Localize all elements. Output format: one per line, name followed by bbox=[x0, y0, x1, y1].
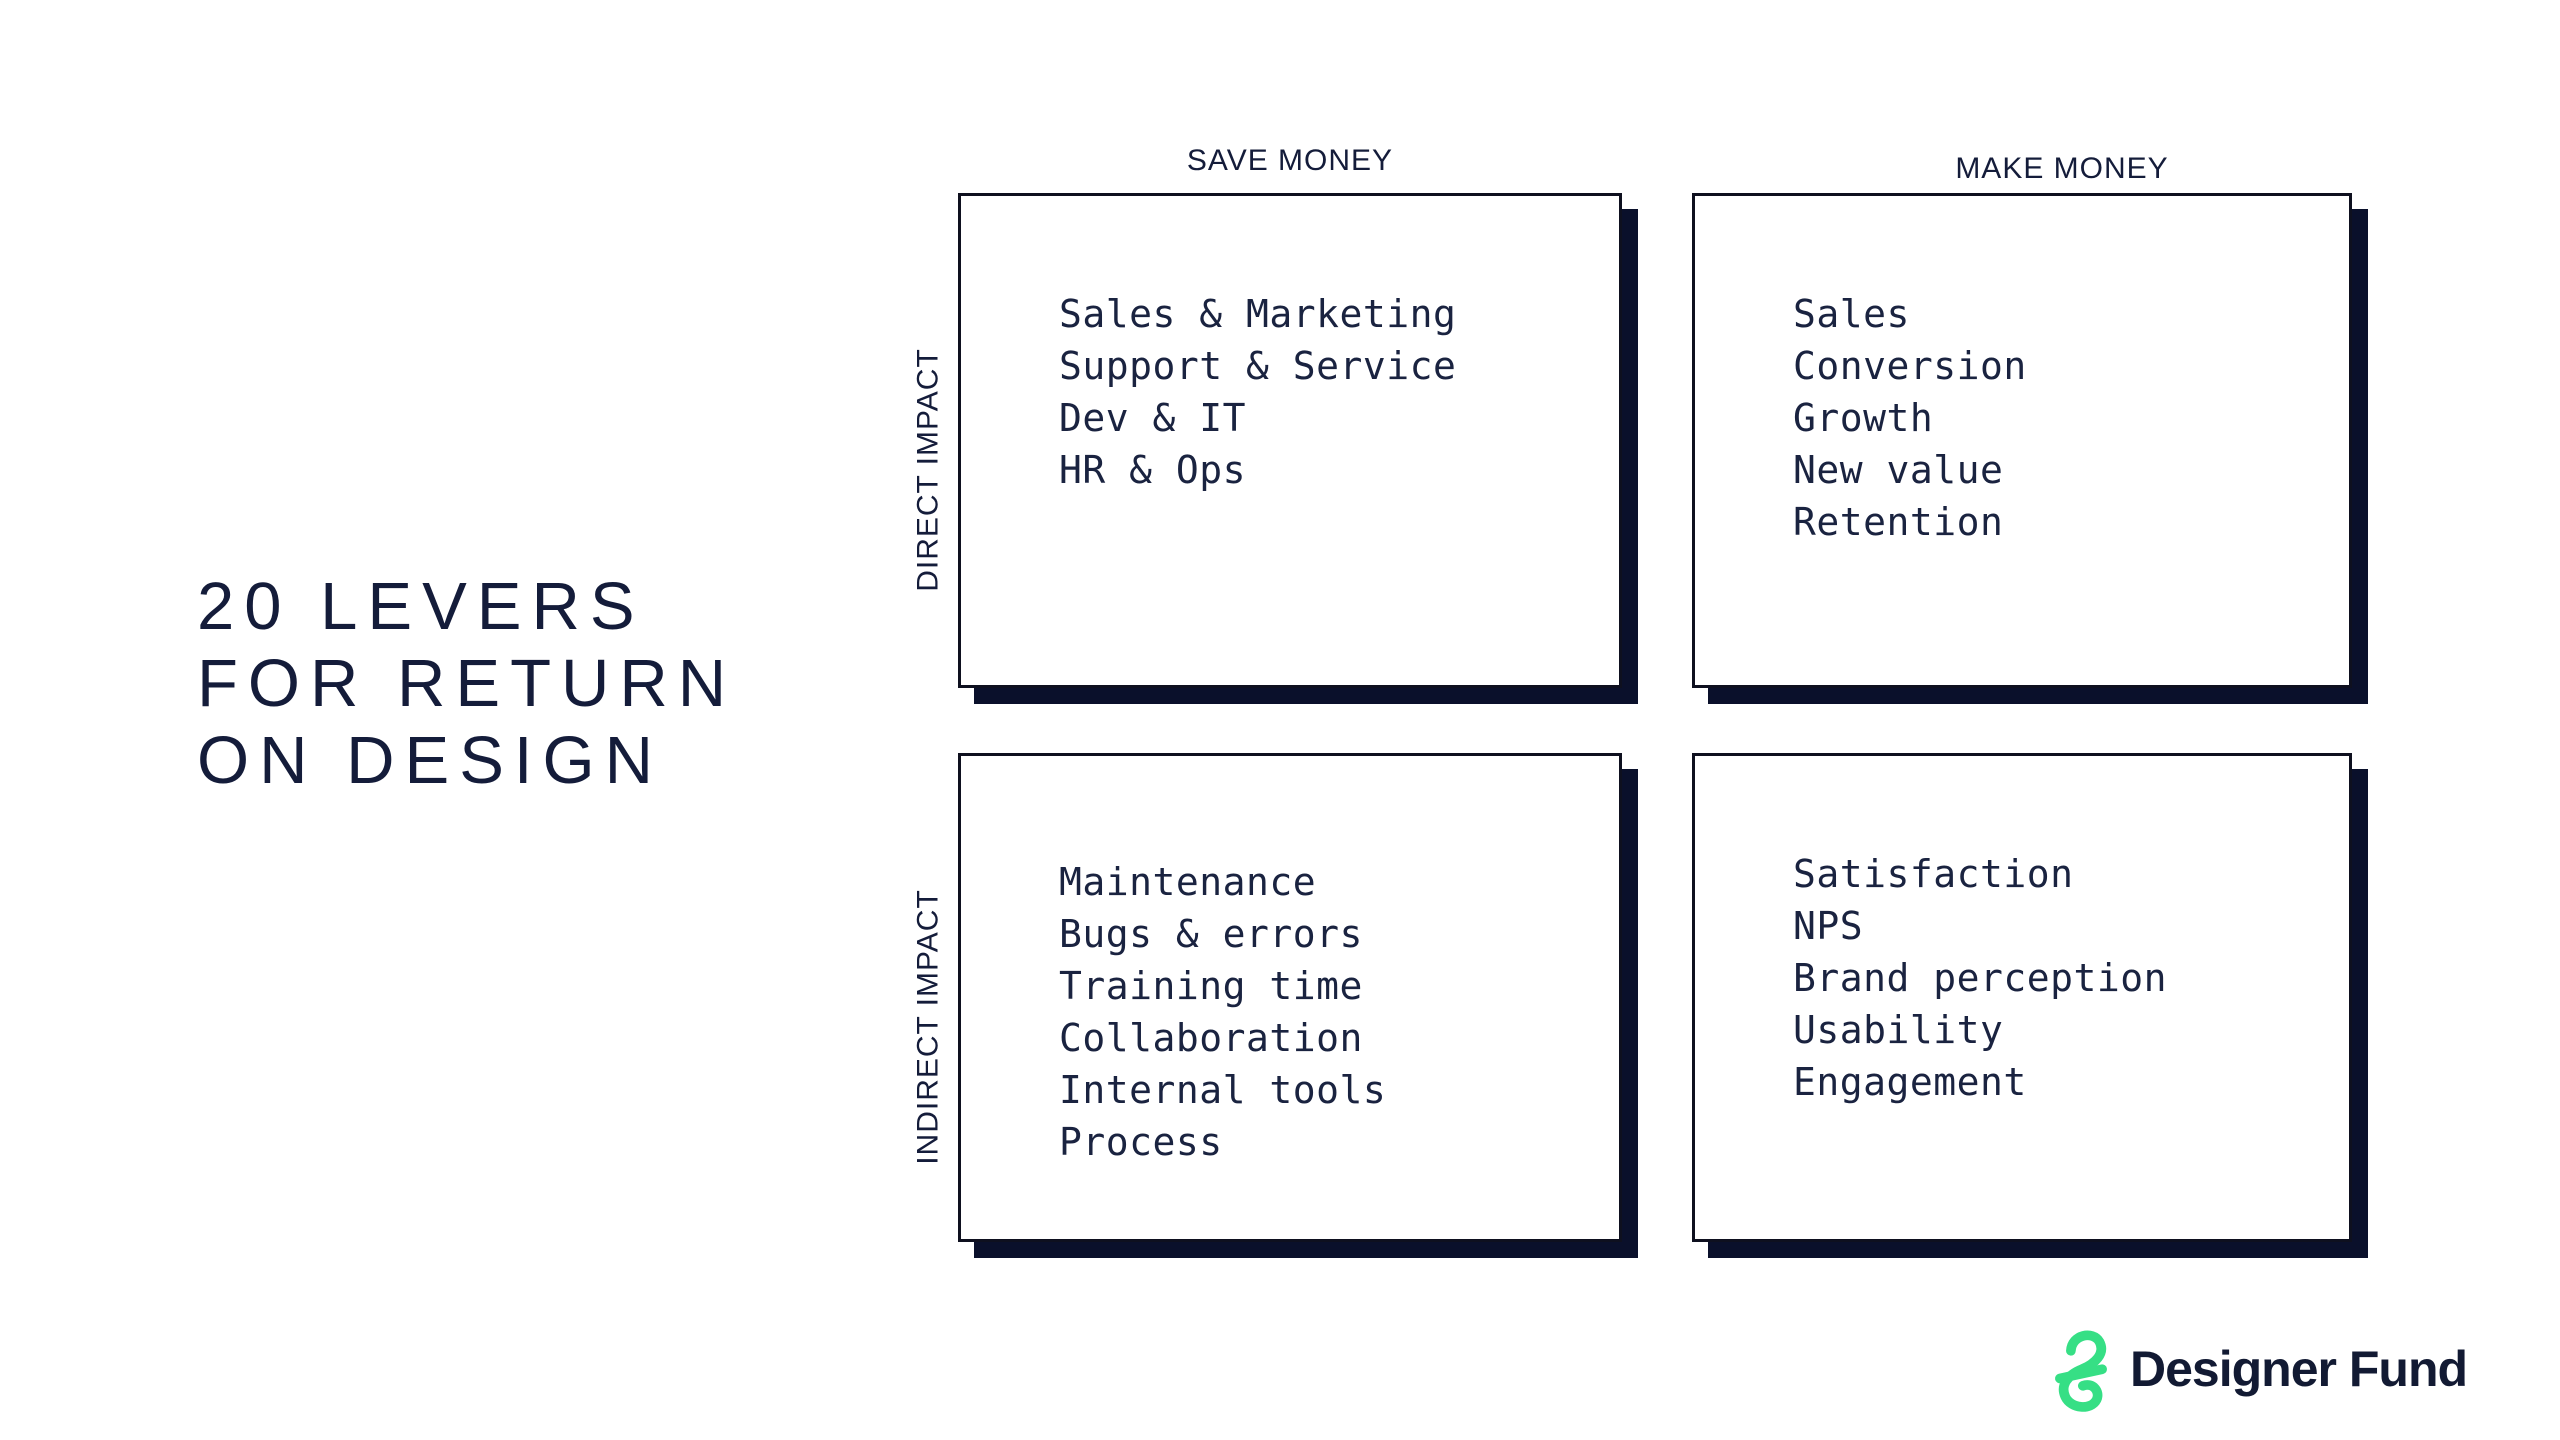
brand-logo: Designer Fund bbox=[2052, 1326, 2468, 1418]
quadrant-indirect-save-money: Maintenance Bugs & errors Training time … bbox=[958, 753, 1622, 1242]
list-item: NPS bbox=[1793, 904, 1864, 948]
row-label-direct-impact: DIRECT IMPACT bbox=[911, 348, 945, 592]
brand-wordmark: Designer Fund bbox=[2130, 1341, 2468, 1397]
list-item: Maintenance bbox=[1059, 860, 1317, 904]
lever-list: Satisfaction NPS Brand perception Usabil… bbox=[1695, 756, 2349, 1108]
list-item: Engagement bbox=[1793, 1060, 2027, 1104]
column-header-save-money: SAVE MONEY bbox=[1186, 144, 1394, 177]
list-item: Dev & IT bbox=[1059, 396, 1247, 440]
page-title: 20 LEVERS FOR RETURN ON DESIGN bbox=[197, 568, 736, 799]
list-item: Sales & Marketing bbox=[1059, 292, 1457, 336]
list-item: Satisfaction bbox=[1793, 852, 2074, 896]
quadrant-direct-make-money: Sales Conversion Growth New value Retent… bbox=[1692, 193, 2352, 688]
list-item: Support & Service bbox=[1059, 344, 1457, 388]
row-label-indirect-impact: INDIRECT IMPACT bbox=[911, 889, 945, 1165]
list-item: Growth bbox=[1793, 396, 1934, 440]
page-title-line: 20 LEVERS bbox=[197, 569, 645, 644]
list-item: Bugs & errors bbox=[1059, 912, 1363, 956]
quadrant-indirect-make-money: Satisfaction NPS Brand perception Usabil… bbox=[1692, 753, 2352, 1242]
quadrant-direct-save-money: Sales & Marketing Support & Service Dev … bbox=[958, 193, 1622, 688]
list-item: Usability bbox=[1793, 1008, 2004, 1052]
lever-list: Sales Conversion Growth New value Retent… bbox=[1695, 196, 2349, 548]
list-item: HR & Ops bbox=[1059, 448, 1247, 492]
column-header-make-money: MAKE MONEY bbox=[1955, 152, 2169, 185]
list-item: Brand perception bbox=[1793, 956, 2168, 1000]
list-item: Sales bbox=[1793, 292, 1910, 336]
list-item: Internal tools bbox=[1059, 1068, 1387, 1112]
lever-list: Sales & Marketing Support & Service Dev … bbox=[961, 196, 1619, 496]
page-title-line: ON DESIGN bbox=[197, 723, 663, 798]
list-item: Collaboration bbox=[1059, 1016, 1363, 1060]
list-item: Retention bbox=[1793, 500, 2004, 544]
list-item: Conversion bbox=[1793, 344, 2027, 388]
page-title-line: FOR RETURN bbox=[197, 646, 737, 721]
list-item: New value bbox=[1793, 448, 2004, 492]
list-item: Process bbox=[1059, 1120, 1223, 1164]
designer-fund-squiggle-icon bbox=[2055, 1330, 2107, 1412]
list-item: Training time bbox=[1059, 964, 1363, 1008]
lever-list: Maintenance Bugs & errors Training time … bbox=[961, 756, 1619, 1168]
